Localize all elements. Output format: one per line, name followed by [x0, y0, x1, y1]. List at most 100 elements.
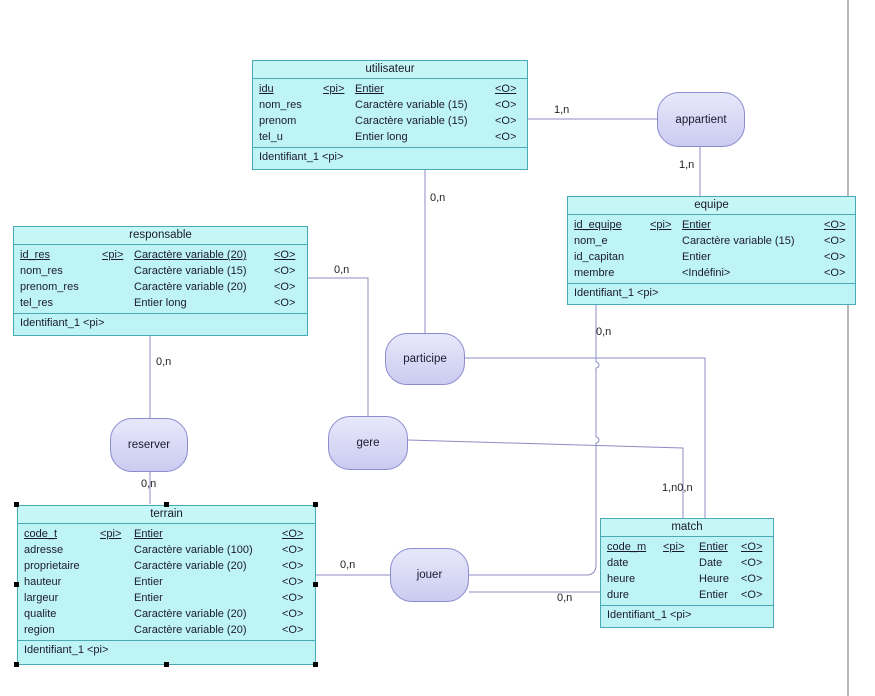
- entity-title: equipe: [568, 197, 855, 215]
- attribute-optional: <O>: [495, 131, 517, 143]
- attribute-name: membre: [574, 267, 615, 279]
- attribute-optional: <O>: [282, 592, 304, 604]
- attribute-optional: <O>: [741, 541, 763, 553]
- attribute-optional: <O>: [282, 608, 304, 620]
- attribute-type: Entier: [134, 576, 163, 588]
- attribute-optional: <O>: [824, 251, 846, 263]
- attribute-name: qualite: [24, 608, 57, 620]
- attribute-type: Caractère variable (15): [134, 265, 247, 277]
- attribute-type: Caractère variable (15): [355, 99, 468, 111]
- attribute-list: code_m <pi> Entier <O> date Date <O> heu…: [601, 537, 773, 606]
- attribute-name: largeur: [24, 592, 59, 604]
- selection-handle[interactable]: [14, 582, 19, 587]
- attribute-name: nom_res: [259, 99, 302, 111]
- attribute-optional: <O>: [282, 528, 304, 540]
- attribute-optional: <O>: [282, 560, 304, 572]
- attribute-optional: <O>: [274, 297, 296, 309]
- attribute-type: Caractère variable (100): [134, 544, 253, 556]
- cardinality-label: 0,n: [340, 559, 356, 571]
- entity-title: terrain: [18, 506, 315, 524]
- identifier: Identifiant_1 <pi>: [259, 151, 344, 163]
- attribute-optional: <O>: [495, 115, 517, 127]
- attribute-name: dure: [607, 589, 630, 601]
- entity-utilisateur[interactable]: utilisateur idu <pi> Entier <O> nom_res …: [252, 60, 528, 170]
- attribute-optional: <O>: [824, 235, 846, 247]
- cardinality-label: 0,n: [557, 592, 573, 604]
- selection-handle[interactable]: [14, 662, 19, 667]
- cardinality-label: 1,n: [554, 104, 570, 116]
- attribute-name: code_m: [607, 541, 647, 553]
- selection-handle[interactable]: [313, 662, 318, 667]
- selection-handle[interactable]: [313, 582, 318, 587]
- attribute-optional: <O>: [741, 589, 763, 601]
- attribute-type: Entier long: [355, 131, 408, 143]
- attribute-tag: <pi>: [100, 528, 122, 540]
- attribute-type: Heure: [699, 573, 729, 585]
- attribute-name: prenom_res: [20, 281, 79, 293]
- attribute-type: Caractère variable (20): [134, 249, 247, 261]
- attribute-row: qualite Caractère variable (20) <O>: [24, 606, 309, 622]
- identifier: Identifiant_1 <pi>: [24, 644, 109, 656]
- selection-handle[interactable]: [313, 502, 318, 507]
- identifier: Identifiant_1 <pi>: [574, 287, 659, 299]
- attribute-row: region Caractère variable (20) <O>: [24, 622, 309, 638]
- attribute-name: proprietaire: [24, 560, 80, 572]
- relation-jouer[interactable]: jouer: [390, 548, 469, 602]
- selection-handle[interactable]: [164, 502, 169, 507]
- attribute-row: membre <Indéfini> <O>: [574, 265, 849, 281]
- cardinality-label: 0,n: [141, 478, 157, 490]
- attribute-name: tel_u: [259, 131, 283, 143]
- attribute-row: nom_e Caractère variable (15) <O>: [574, 233, 849, 249]
- attribute-type: Caractère variable (20): [134, 608, 247, 620]
- entity-match[interactable]: match code_m <pi> Entier <O> date Date <…: [600, 518, 774, 628]
- entity-title: responsable: [14, 227, 307, 245]
- selection-handle[interactable]: [164, 662, 169, 667]
- attribute-name: date: [607, 557, 629, 569]
- attribute-row: id_res <pi> Caractère variable (20) <O>: [20, 247, 301, 263]
- attribute-type: Entier: [699, 589, 728, 601]
- attribute-type: Entier: [134, 528, 163, 540]
- attribute-optional: <O>: [274, 281, 296, 293]
- attribute-type: Caractère variable (20): [134, 560, 247, 572]
- attribute-name: adresse: [24, 544, 64, 556]
- attribute-type: Date: [699, 557, 723, 569]
- attribute-name: id_capitan: [574, 251, 625, 263]
- attribute-row: tel_u Entier long <O>: [259, 129, 521, 145]
- identifier: Identifiant_1 <pi>: [20, 317, 105, 329]
- attribute-name: code_t: [24, 528, 58, 540]
- attribute-optional: <O>: [274, 249, 296, 261]
- cardinality-label: 0,n: [430, 192, 446, 204]
- attribute-type: Entier: [699, 541, 728, 553]
- attribute-optional: <O>: [495, 99, 517, 111]
- attribute-type: Entier long: [134, 297, 187, 309]
- entity-title: match: [601, 519, 773, 537]
- attribute-row: code_m <pi> Entier <O>: [607, 539, 767, 555]
- attribute-list: id_res <pi> Caractère variable (20) <O> …: [14, 245, 307, 314]
- relation-participe[interactable]: participe: [385, 333, 465, 385]
- entity-title: utilisateur: [253, 61, 527, 79]
- attribute-optional: <O>: [282, 624, 304, 636]
- attribute-row: largeur Entier <O>: [24, 590, 309, 606]
- selection-handle[interactable]: [14, 502, 19, 507]
- relation-reserver[interactable]: reserver: [110, 418, 188, 472]
- entity-equipe[interactable]: equipe id_equipe <pi> Entier <O> nom_e C…: [567, 196, 856, 305]
- attribute-row: dure Entier <O>: [607, 587, 767, 603]
- attribute-type: Caractère variable (15): [355, 115, 468, 127]
- attribute-row: nom_res Caractère variable (15) <O>: [20, 263, 301, 279]
- entity-responsable[interactable]: responsable id_res <pi> Caractère variab…: [13, 226, 308, 336]
- attribute-tag: <pi>: [663, 541, 685, 553]
- attribute-name: nom_e: [574, 235, 608, 247]
- attribute-row: idu <pi> Entier <O>: [259, 81, 521, 97]
- attribute-name: id_equipe: [574, 219, 622, 231]
- attribute-tag: <pi>: [323, 83, 345, 95]
- attribute-optional: <O>: [282, 544, 304, 556]
- attribute-tag: <pi>: [650, 219, 672, 231]
- entity-terrain[interactable]: terrain code_t <pi> Entier <O> adresse C…: [17, 505, 316, 665]
- attribute-type: <Indéfini>: [682, 267, 731, 279]
- attribute-name: heure: [607, 573, 636, 585]
- relation-gere[interactable]: gere: [328, 416, 408, 470]
- attribute-optional: <O>: [824, 219, 846, 231]
- attribute-name: prenom: [259, 115, 297, 127]
- attribute-type: Entier: [355, 83, 384, 95]
- relation-appartient[interactable]: appartient: [657, 92, 745, 147]
